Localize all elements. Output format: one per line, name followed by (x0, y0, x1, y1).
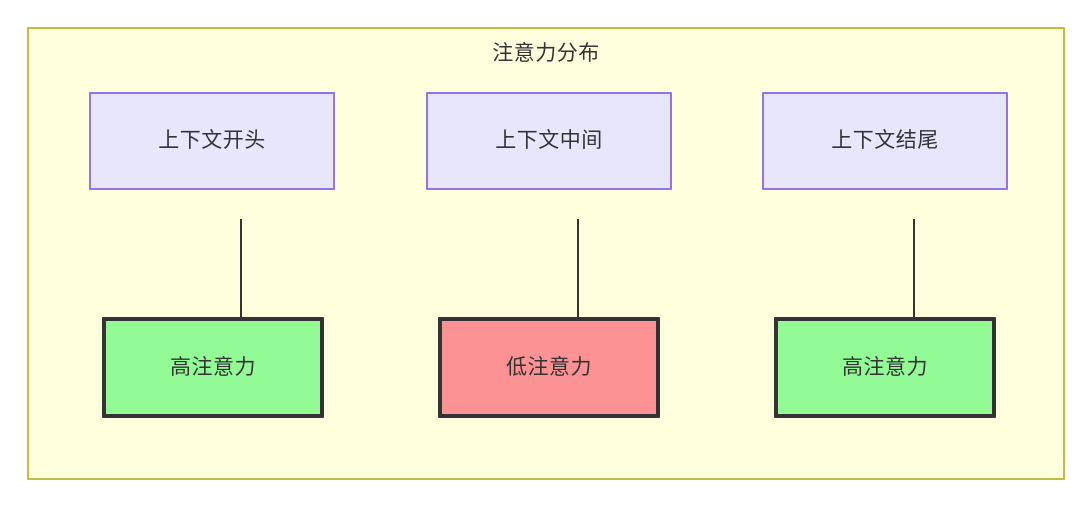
node-high-attention-end[interactable]: 高注意力 (774, 317, 996, 418)
node-high-attention-start-label: 高注意力 (170, 355, 256, 379)
node-high-attention-start[interactable]: 高注意力 (102, 317, 324, 418)
node-context-end-label: 上下文结尾 (831, 129, 939, 153)
node-context-middle-label: 上下文中间 (495, 129, 603, 153)
node-low-attention-middle[interactable]: 低注意力 (438, 317, 660, 418)
node-context-middle[interactable]: 上下文中间 (426, 92, 672, 190)
node-high-attention-end-label: 高注意力 (842, 355, 928, 379)
node-context-start[interactable]: 上下文开头 (89, 92, 335, 190)
node-low-attention-middle-label: 低注意力 (506, 355, 592, 379)
node-context-start-label: 上下文开头 (158, 129, 266, 153)
node-context-end[interactable]: 上下文结尾 (762, 92, 1008, 190)
diagram-title: 注意力分布 (492, 42, 600, 65)
diagram-canvas: 注意力分布 上下文开头 上下文中间 上下文结尾 高注意力 低注意力 高注意力 (27, 27, 1065, 480)
